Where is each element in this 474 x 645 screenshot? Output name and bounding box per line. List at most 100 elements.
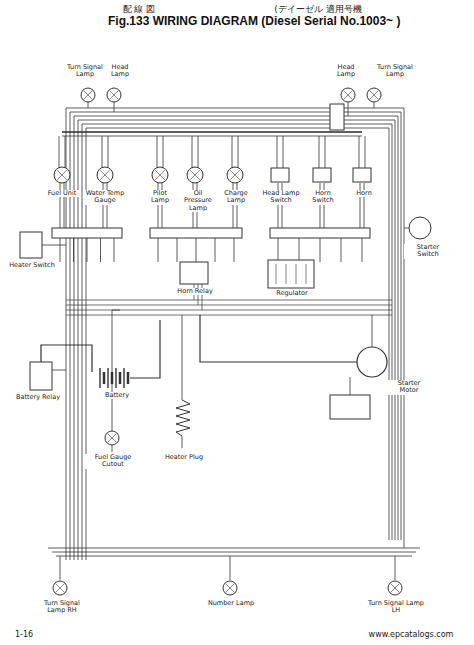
wire xyxy=(57,170,67,180)
component-label: 1-16 xyxy=(8,630,40,639)
wire xyxy=(404,228,409,229)
wire xyxy=(112,310,120,431)
head-lamp-symbol xyxy=(341,88,355,102)
component-label: Battery Relay xyxy=(14,394,62,401)
wire xyxy=(319,136,320,168)
wire xyxy=(52,552,416,553)
diagram-title: Fig.133 WIRING DIAGRAM (Diesel Serial No… xyxy=(108,14,400,28)
connector-block xyxy=(52,228,122,238)
wire xyxy=(66,305,392,306)
wire xyxy=(157,136,158,168)
wire xyxy=(163,136,164,168)
wire xyxy=(395,556,396,580)
wire xyxy=(62,132,362,133)
wire xyxy=(198,136,199,168)
component-label: Turn Signal Lamp xyxy=(372,64,418,79)
wire xyxy=(276,264,277,284)
wire xyxy=(365,136,366,168)
wire xyxy=(52,370,66,371)
component-label: Horn Switch xyxy=(304,190,342,205)
rear-lamp-symbol xyxy=(223,581,237,595)
starter-switch-symbol xyxy=(409,217,431,239)
wire xyxy=(48,548,420,549)
component-label: Regulator xyxy=(266,290,318,297)
wire xyxy=(230,170,240,180)
wire xyxy=(306,264,307,284)
wire xyxy=(87,238,88,262)
wire xyxy=(350,377,351,395)
wire xyxy=(62,132,362,133)
wire xyxy=(238,136,239,168)
regulator-symbol xyxy=(268,260,314,288)
wire xyxy=(56,584,64,592)
wire xyxy=(391,584,399,592)
wire xyxy=(325,136,326,168)
wire xyxy=(119,372,122,384)
wire xyxy=(42,245,66,246)
wire xyxy=(62,132,362,133)
wire xyxy=(62,136,362,137)
wire xyxy=(112,445,113,452)
wire xyxy=(372,315,373,347)
wire xyxy=(344,91,352,99)
wire xyxy=(182,436,183,448)
component-label: Head Lamp xyxy=(330,64,362,79)
wire xyxy=(230,556,231,580)
wire xyxy=(110,91,118,99)
wire xyxy=(226,584,234,592)
wire xyxy=(66,300,392,301)
wire xyxy=(56,584,64,592)
component-label: Horn xyxy=(350,190,378,197)
switch-symbol xyxy=(271,168,289,182)
wire xyxy=(344,91,352,99)
wire xyxy=(60,556,61,580)
component-label: (デイーゼル 適用号機 xyxy=(262,4,374,14)
wire xyxy=(200,315,357,362)
wire xyxy=(100,170,110,180)
wire xyxy=(277,136,278,168)
wire xyxy=(107,368,108,388)
gauge-lamp-symbol xyxy=(152,167,168,183)
wire xyxy=(348,102,349,116)
component-label: Horn Relay xyxy=(170,288,220,295)
wire xyxy=(84,91,92,99)
gauge-lamp-symbol xyxy=(187,167,203,183)
component-label: Fuel Unit xyxy=(44,190,80,197)
wire xyxy=(99,368,100,388)
wire xyxy=(286,264,287,284)
turn-signal-lamp-symbol xyxy=(81,88,95,102)
wire xyxy=(341,238,342,262)
wire xyxy=(215,238,216,262)
wire xyxy=(70,112,401,560)
wire xyxy=(88,102,89,108)
wire xyxy=(370,91,378,99)
wire xyxy=(102,136,103,168)
wire xyxy=(41,345,92,372)
switch-symbol xyxy=(313,168,331,182)
component-label: Heater Plug xyxy=(160,454,208,461)
component-label: Turn Signal Lamp RH xyxy=(34,600,90,615)
wire xyxy=(56,556,412,557)
component-label: Turn Signal Lamp xyxy=(62,64,108,79)
rear-lamp-symbol xyxy=(53,581,67,595)
wire xyxy=(230,170,240,180)
wire xyxy=(114,238,115,262)
wire xyxy=(59,136,60,168)
wire xyxy=(100,170,110,180)
component-label: Head Lamp xyxy=(104,64,136,79)
wire xyxy=(278,238,279,262)
wire xyxy=(370,91,378,99)
component-label: Turn Signal Lamp LH xyxy=(366,600,426,615)
wire xyxy=(123,368,124,388)
wire xyxy=(108,434,116,442)
wire xyxy=(232,136,233,168)
component-label: www.epcatalogs.com xyxy=(360,630,462,639)
wire xyxy=(108,434,116,442)
wire xyxy=(114,102,115,112)
wire xyxy=(155,170,165,180)
wire xyxy=(155,170,165,180)
component-label: Fuel Gauge Cutout xyxy=(84,454,142,469)
wire xyxy=(127,372,130,384)
terminal-block xyxy=(330,395,370,419)
